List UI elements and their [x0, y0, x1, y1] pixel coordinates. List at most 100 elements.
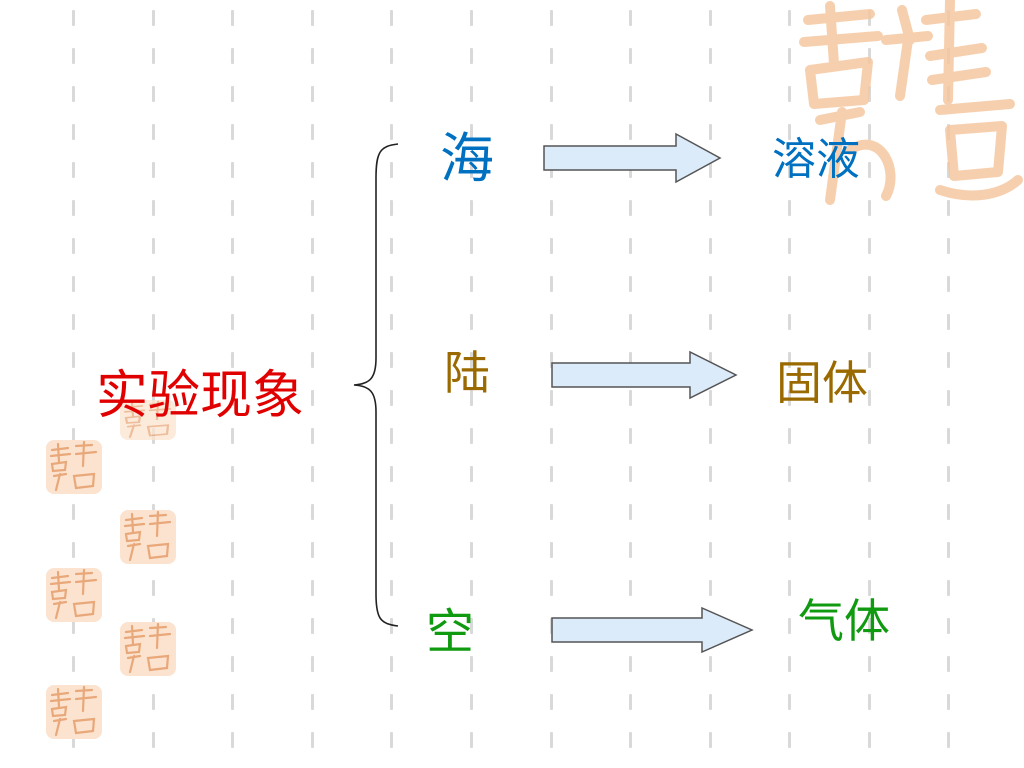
grid-dash	[868, 276, 871, 292]
grid-dash	[390, 314, 393, 330]
grid-dash	[947, 276, 950, 292]
grid-dash	[390, 580, 393, 596]
grid-dash	[629, 504, 632, 520]
grid-dash	[470, 200, 473, 216]
grid-dash	[947, 200, 950, 216]
grid-dash	[152, 580, 155, 596]
grid-dash	[709, 694, 712, 710]
source-label-air: 空	[426, 604, 475, 660]
grid-dash	[629, 352, 632, 368]
seal-stamp-3	[120, 510, 176, 564]
grid-dash	[788, 656, 791, 672]
grid-dash	[470, 580, 473, 596]
grid-dash	[550, 10, 553, 26]
grid-dash	[390, 48, 393, 64]
grid-dash	[231, 86, 234, 102]
grid-dash	[868, 162, 871, 178]
grid-dash	[868, 504, 871, 520]
grid-dash	[550, 428, 553, 444]
seal-stamp-1	[120, 400, 176, 440]
grid-dash	[72, 10, 75, 26]
grid-dash	[311, 542, 314, 558]
grid-dash	[470, 86, 473, 102]
grid-dash	[550, 504, 553, 520]
grid-dash	[629, 656, 632, 672]
grid-dash	[629, 86, 632, 102]
grid-dash	[868, 238, 871, 254]
grid-dash	[231, 238, 234, 254]
grid-dash	[947, 314, 950, 330]
grid-dash	[947, 504, 950, 520]
grid-dash	[311, 314, 314, 330]
grid-dash	[72, 352, 75, 368]
grid-dash	[390, 86, 393, 102]
grid-dash	[868, 48, 871, 64]
target-label-solution: 溶液	[772, 134, 860, 185]
grid-dash	[311, 10, 314, 26]
grid-dash	[868, 314, 871, 330]
grid-dash	[788, 390, 791, 406]
grid-dash	[152, 200, 155, 216]
grid-dash	[629, 124, 632, 140]
grid-dash	[788, 542, 791, 558]
grid-dash	[947, 466, 950, 482]
grid-dash	[709, 428, 712, 444]
grid-dash	[788, 428, 791, 444]
target-label-solid: 固体	[776, 356, 868, 410]
source-label-land: 陆	[444, 346, 490, 400]
grid-dash	[152, 238, 155, 254]
grid-dash	[947, 542, 950, 558]
grid-dash	[72, 504, 75, 520]
grid-dash	[788, 124, 791, 140]
grid-dash	[311, 276, 314, 292]
grid-dash	[470, 542, 473, 558]
grid-dash	[311, 352, 314, 368]
seal-calligraphy-icon	[799, 0, 1023, 205]
grid-dash	[390, 276, 393, 292]
grid-dash	[470, 656, 473, 672]
grid-dash	[550, 124, 553, 140]
grid-dash	[709, 10, 712, 26]
grid-dash	[470, 48, 473, 64]
grid-dash	[390, 656, 393, 672]
grid-dash	[231, 10, 234, 26]
grid-dash	[550, 48, 553, 64]
grid-dash	[231, 314, 234, 330]
seal-stamp-2	[46, 440, 102, 494]
grid-dash	[390, 162, 393, 178]
grid-dash	[311, 86, 314, 102]
grid-dash	[311, 618, 314, 634]
grid-dash	[72, 200, 75, 216]
grid-dash	[152, 10, 155, 26]
grid-dash	[231, 162, 234, 178]
grid-dash	[550, 238, 553, 254]
grid-dash	[629, 390, 632, 406]
grid-dash	[947, 352, 950, 368]
grid-dash	[550, 656, 553, 672]
grid-dash	[72, 428, 75, 444]
grid-dash	[709, 504, 712, 520]
grid-dash	[470, 504, 473, 520]
grid-dash	[947, 732, 950, 748]
seal-glyph-icon	[123, 622, 172, 674]
grid-dash	[788, 352, 791, 368]
grid-dash	[231, 580, 234, 596]
grid-dash	[629, 200, 632, 216]
grid-dash	[470, 390, 473, 406]
grid-dash	[152, 390, 155, 406]
grid-dash	[390, 466, 393, 482]
grid-dash	[947, 694, 950, 710]
grid-dash	[311, 124, 314, 140]
grid-dash	[231, 352, 234, 368]
grid-dash	[550, 276, 553, 292]
seal-glyph-icon	[49, 568, 98, 620]
grid-dash	[629, 48, 632, 64]
grid-dash	[868, 732, 871, 748]
grid-dash	[152, 352, 155, 368]
grid-dash	[231, 732, 234, 748]
grid-dash	[550, 314, 553, 330]
grid-dash	[311, 732, 314, 748]
seal-stamp-4	[46, 568, 102, 622]
grid-dash	[390, 200, 393, 216]
